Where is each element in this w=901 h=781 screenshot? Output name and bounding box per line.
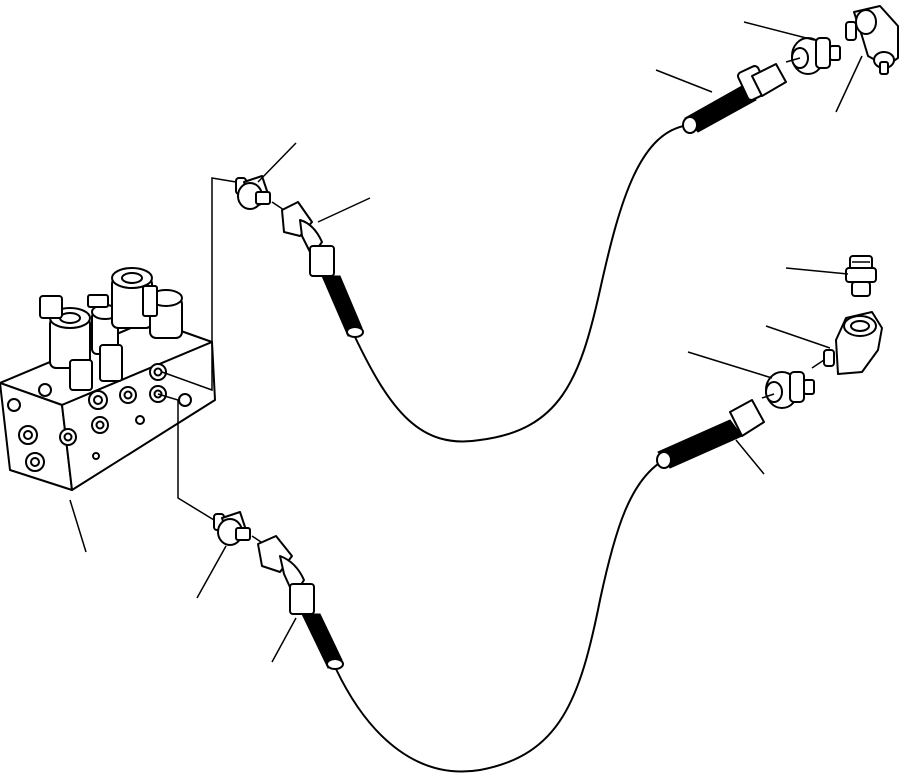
upper-hose [281, 63, 787, 443]
lower-right-axis [811, 359, 825, 369]
upper-axis-line [271, 201, 285, 211]
valve-block [0, 267, 216, 491]
solenoid-valves [39, 267, 183, 391]
lower-right-plug [845, 255, 877, 297]
lower-adapter-leader [196, 545, 227, 599]
upper-adapter-leader [257, 142, 297, 183]
lower-right-elbow [823, 311, 883, 375]
lower-hose-leader [271, 617, 297, 663]
upper-right-adapter-leader [743, 21, 815, 41]
upper-hose-end-leader [655, 69, 713, 93]
lower-right-elbow-leader [765, 325, 831, 349]
upper-hose-leader [317, 197, 371, 223]
lower-right-adapter-leader [687, 351, 773, 379]
upper-right-axis [785, 57, 801, 63]
lower-hose-end-leader [735, 439, 765, 475]
upper-right-elbow-leader [835, 55, 863, 113]
lower-right-adapter [765, 371, 815, 409]
valve-block-leader [69, 499, 87, 553]
upper-adapter [235, 175, 271, 210]
upper-port-line [161, 177, 237, 392]
lower-port-line [157, 393, 215, 521]
upper-right-elbow [845, 5, 899, 75]
upper-right-adapter [791, 37, 841, 75]
lower-right-adapter-axis [761, 393, 775, 399]
lower-right-plug-leader [785, 267, 849, 275]
lower-adapter [213, 511, 251, 546]
lower-hose [257, 399, 765, 773]
